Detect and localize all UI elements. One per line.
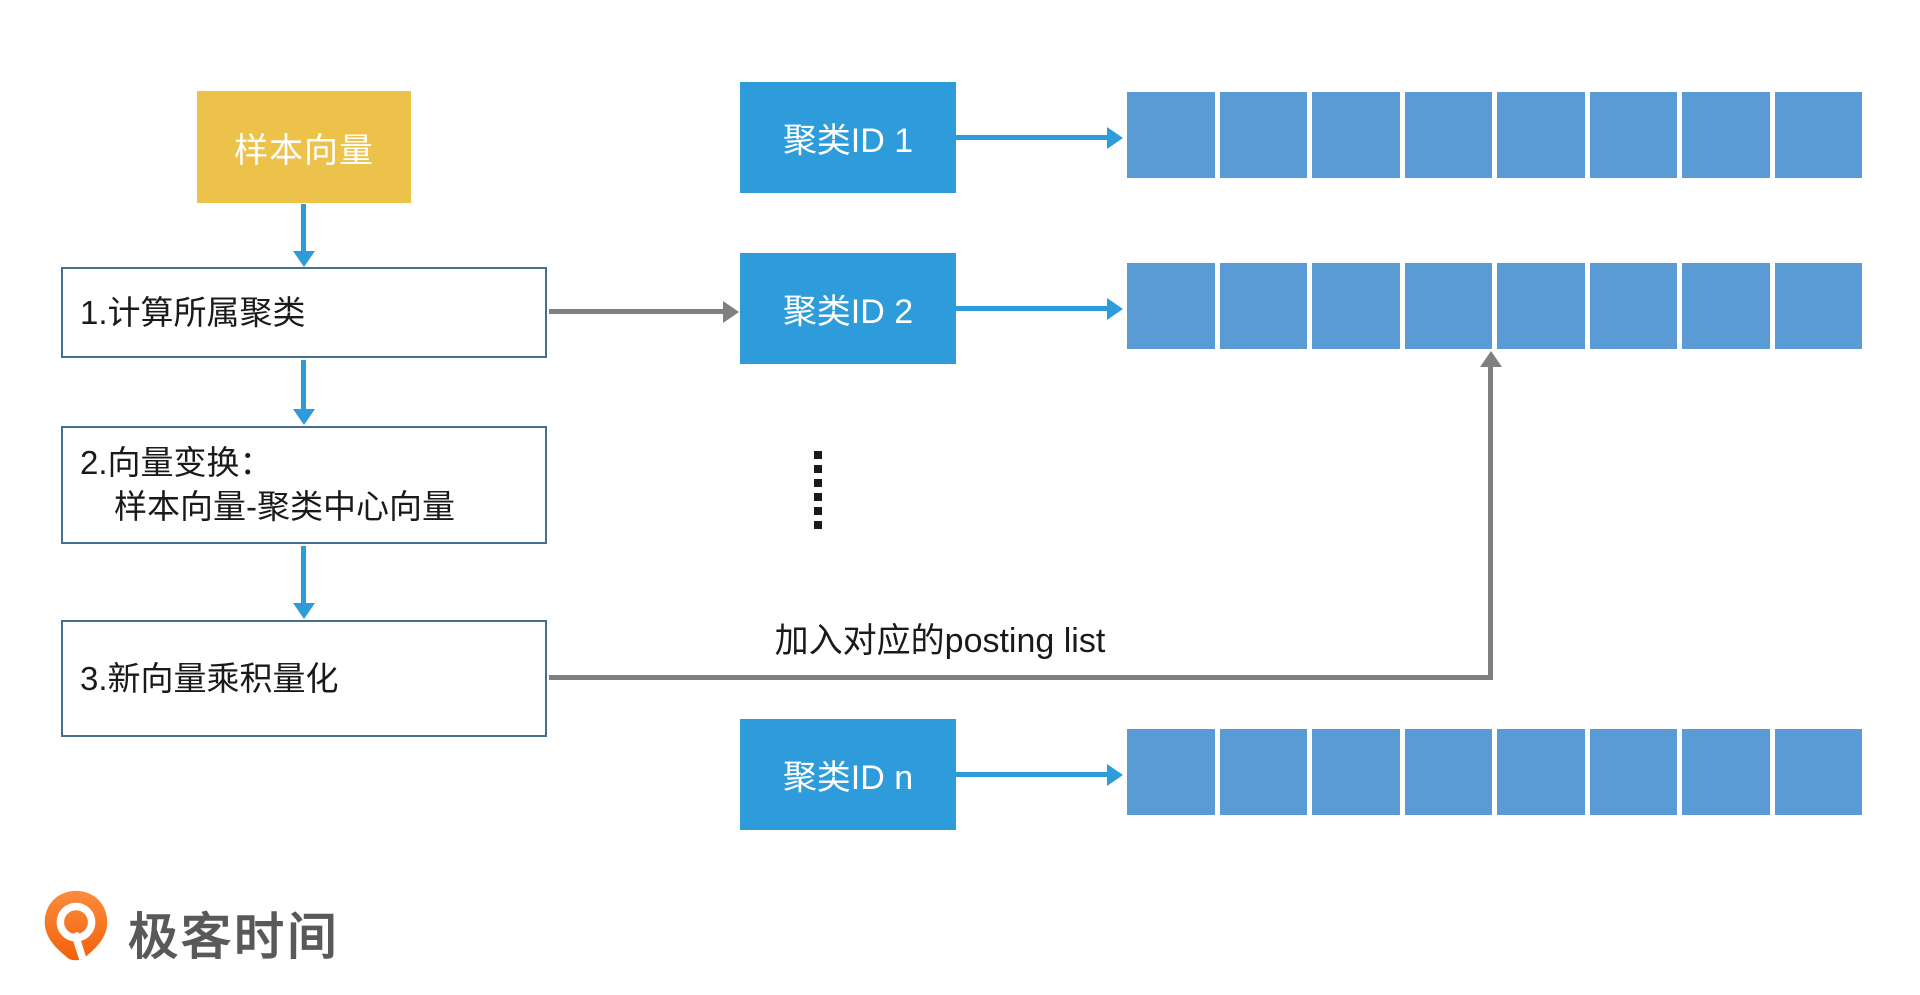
step1-box: 1.计算所属聚类: [61, 267, 547, 358]
posting-cell: [1589, 92, 1677, 178]
arrow-step3-elbow-horizontal: [549, 675, 1493, 680]
posting-cell: [1312, 263, 1400, 349]
posting-cell: [1219, 729, 1307, 815]
posting-cell: [1404, 729, 1492, 815]
cluster-id-1-label: 聚类ID 1: [782, 122, 914, 160]
posting-cell: [1497, 263, 1585, 349]
cluster-id-n-box: 聚类ID n: [740, 719, 956, 830]
step2-label-line1: 2.向量变换：: [80, 444, 273, 482]
posting-cell: [1774, 729, 1862, 815]
ellipsis-dot: [814, 465, 822, 473]
geektime-logo: 极客时间: [42, 888, 340, 978]
posting-list-row-1: [1127, 92, 1862, 178]
ellipsis-dot: [814, 507, 822, 515]
posting-list-row-n: [1127, 729, 1862, 815]
posting-cell: [1404, 92, 1492, 178]
posting-cell: [1682, 729, 1770, 815]
posting-cell: [1774, 92, 1862, 178]
sample-vector-label: 样本向量: [234, 131, 374, 170]
ellipsis-dot: [814, 479, 822, 487]
step1-label: 1.计算所属聚类: [80, 293, 306, 331]
posting-cell: [1497, 729, 1585, 815]
posting-cell: [1219, 92, 1307, 178]
posting-cell: [1774, 263, 1862, 349]
posting-list-row-2: [1127, 263, 1862, 349]
geektime-pin-icon: [44, 890, 108, 972]
posting-list-annotation: 加入对应的posting list: [774, 622, 1106, 660]
cluster-id-2-label: 聚类ID 2: [782, 293, 914, 331]
step2-box: 2.向量变换： 样本向量-聚类中心向量: [61, 426, 547, 544]
vertical-ellipsis: [814, 451, 822, 529]
posting-cell: [1312, 92, 1400, 178]
cluster-id-n-label: 聚类ID n: [782, 759, 914, 797]
posting-cell: [1589, 263, 1677, 349]
arrow-cluster2-to-postinglist2: [956, 306, 1108, 311]
posting-cell: [1497, 92, 1585, 178]
ellipsis-dot: [814, 451, 822, 459]
posting-cell: [1682, 263, 1770, 349]
posting-cell: [1127, 92, 1215, 178]
posting-cell: [1312, 729, 1400, 815]
posting-cell: [1589, 729, 1677, 815]
arrow-step3-elbow-up: [1488, 366, 1493, 680]
arrow-sample-to-step1: [301, 204, 306, 252]
step3-label: 3.新向量乘积量化: [80, 659, 339, 697]
cluster-id-1-box: 聚类ID 1: [740, 82, 956, 193]
geektime-logo-text: 极客时间: [128, 909, 340, 965]
arrow-step1-to-step2: [301, 360, 306, 410]
ellipsis-dot: [814, 521, 822, 529]
step3-box: 3.新向量乘积量化: [61, 620, 547, 737]
posting-cell: [1127, 729, 1215, 815]
step2-label-line2: 样本向量-聚类中心向量: [114, 488, 455, 525]
cluster-id-2-box: 聚类ID 2: [740, 253, 956, 364]
posting-cell: [1219, 263, 1307, 349]
arrow-clustern-to-postinglistn: [956, 772, 1108, 777]
sample-vector-box: 样本向量: [197, 91, 411, 203]
arrow-cluster1-to-postinglist1: [956, 135, 1108, 140]
ellipsis-dot: [814, 493, 822, 501]
posting-cell: [1127, 263, 1215, 349]
posting-cell: [1404, 263, 1492, 349]
arrow-step2-to-step3: [301, 546, 306, 604]
arrow-step1-to-cluster2: [549, 309, 724, 314]
posting-cell: [1682, 92, 1770, 178]
